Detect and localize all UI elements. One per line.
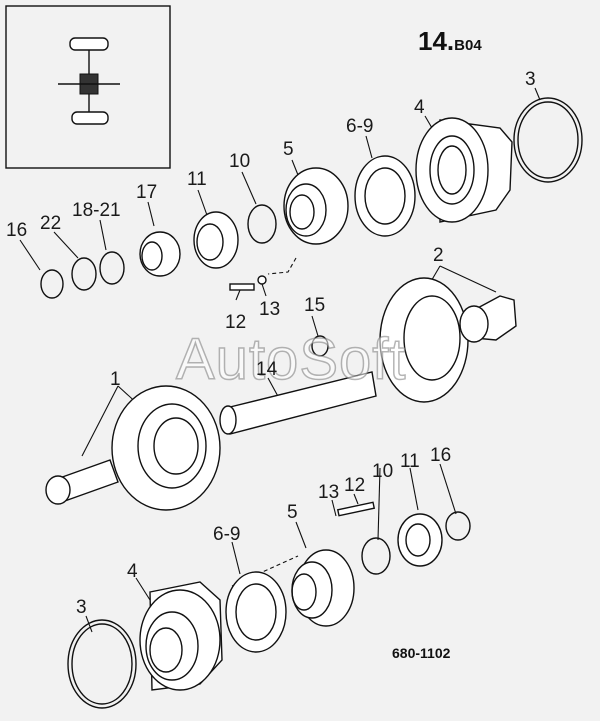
- part-label: 1: [110, 369, 121, 390]
- part-label: 2: [433, 245, 444, 266]
- part-label: 6-9: [346, 116, 374, 137]
- part-label: 15: [304, 295, 326, 316]
- part-label: 18-21: [72, 200, 121, 221]
- page-number-main: 14.: [418, 26, 455, 56]
- part-label: 5: [287, 502, 298, 523]
- part-label: 11: [187, 169, 207, 190]
- part-label: 12: [344, 475, 366, 496]
- part-label: 13: [318, 482, 340, 503]
- part-label: 6-9: [213, 524, 241, 545]
- page-number: 14.B04: [418, 26, 482, 57]
- part-label: 17: [136, 182, 158, 203]
- part-label: 3: [525, 69, 536, 90]
- part-label: 10: [372, 461, 394, 482]
- part-label: 4: [127, 561, 138, 582]
- part-label: 10: [229, 151, 251, 172]
- page-number-suffix: B04: [454, 37, 482, 54]
- part-label: 14: [256, 359, 278, 380]
- part-label: 22: [40, 213, 62, 234]
- part-label: 11: [400, 451, 420, 472]
- watermark: AutoSoft: [175, 326, 407, 393]
- part-label: 3: [76, 597, 87, 618]
- part-label: 12: [225, 312, 247, 333]
- part-label: 13: [259, 299, 281, 320]
- part-label: 16: [430, 445, 452, 466]
- vehicle-inset: [5, 5, 171, 169]
- lower-assembly: [67, 501, 471, 709]
- lead-lines: [19, 87, 541, 633]
- upper-assembly: [40, 97, 583, 357]
- gear-assembly: [45, 277, 517, 511]
- part-label: 16: [6, 220, 28, 241]
- part-label: 5: [283, 139, 294, 160]
- part-label: 4: [414, 97, 425, 118]
- drawing-code: 680-1102: [392, 645, 451, 661]
